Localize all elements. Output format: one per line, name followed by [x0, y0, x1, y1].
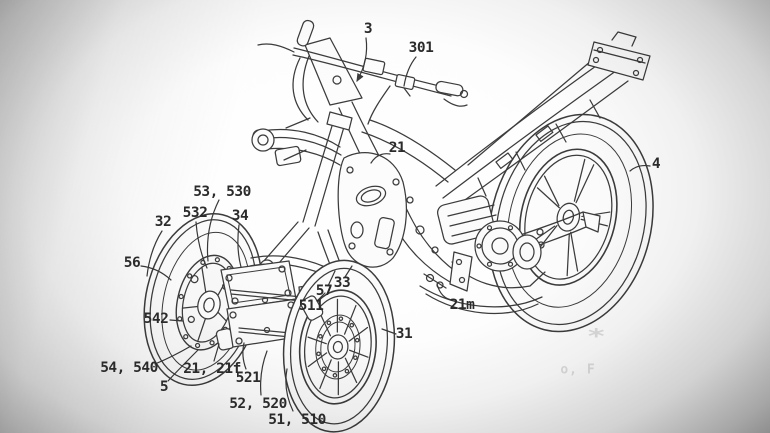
ref-label-31: 31: [395, 326, 413, 342]
watermark-star: *: [586, 324, 608, 348]
ref-label-56: 56: [123, 255, 141, 271]
ref-label-21: 21: [388, 140, 406, 156]
ref-label-542: 542: [143, 311, 169, 327]
ref-label-5: 5: [159, 379, 169, 395]
ref-label-521: 521: [235, 370, 261, 386]
watermark-of: o, F: [560, 362, 596, 378]
ref-label-301: 301: [408, 40, 434, 56]
ref-label-532: 532: [182, 205, 208, 221]
ref-label-511: 511: [298, 298, 324, 314]
ref-label-32: 32: [154, 214, 172, 230]
ref-label-54-540: 54, 540: [100, 360, 158, 376]
ref-label-52-520: 52, 520: [229, 396, 287, 412]
ref-label-4: 4: [651, 156, 661, 172]
ref-label-21m: 21m: [449, 297, 475, 313]
ref-label-53-530: 53, 530: [193, 184, 251, 200]
ref-label-33: 33: [333, 275, 351, 291]
ref-label-21-21f: 21, 21f: [183, 361, 241, 377]
ref-label-57: 57: [315, 283, 333, 299]
ref-label-51-510: 51, 510: [268, 412, 326, 428]
ref-label-3: 3: [363, 21, 373, 37]
ref-label-34: 34: [231, 208, 249, 224]
